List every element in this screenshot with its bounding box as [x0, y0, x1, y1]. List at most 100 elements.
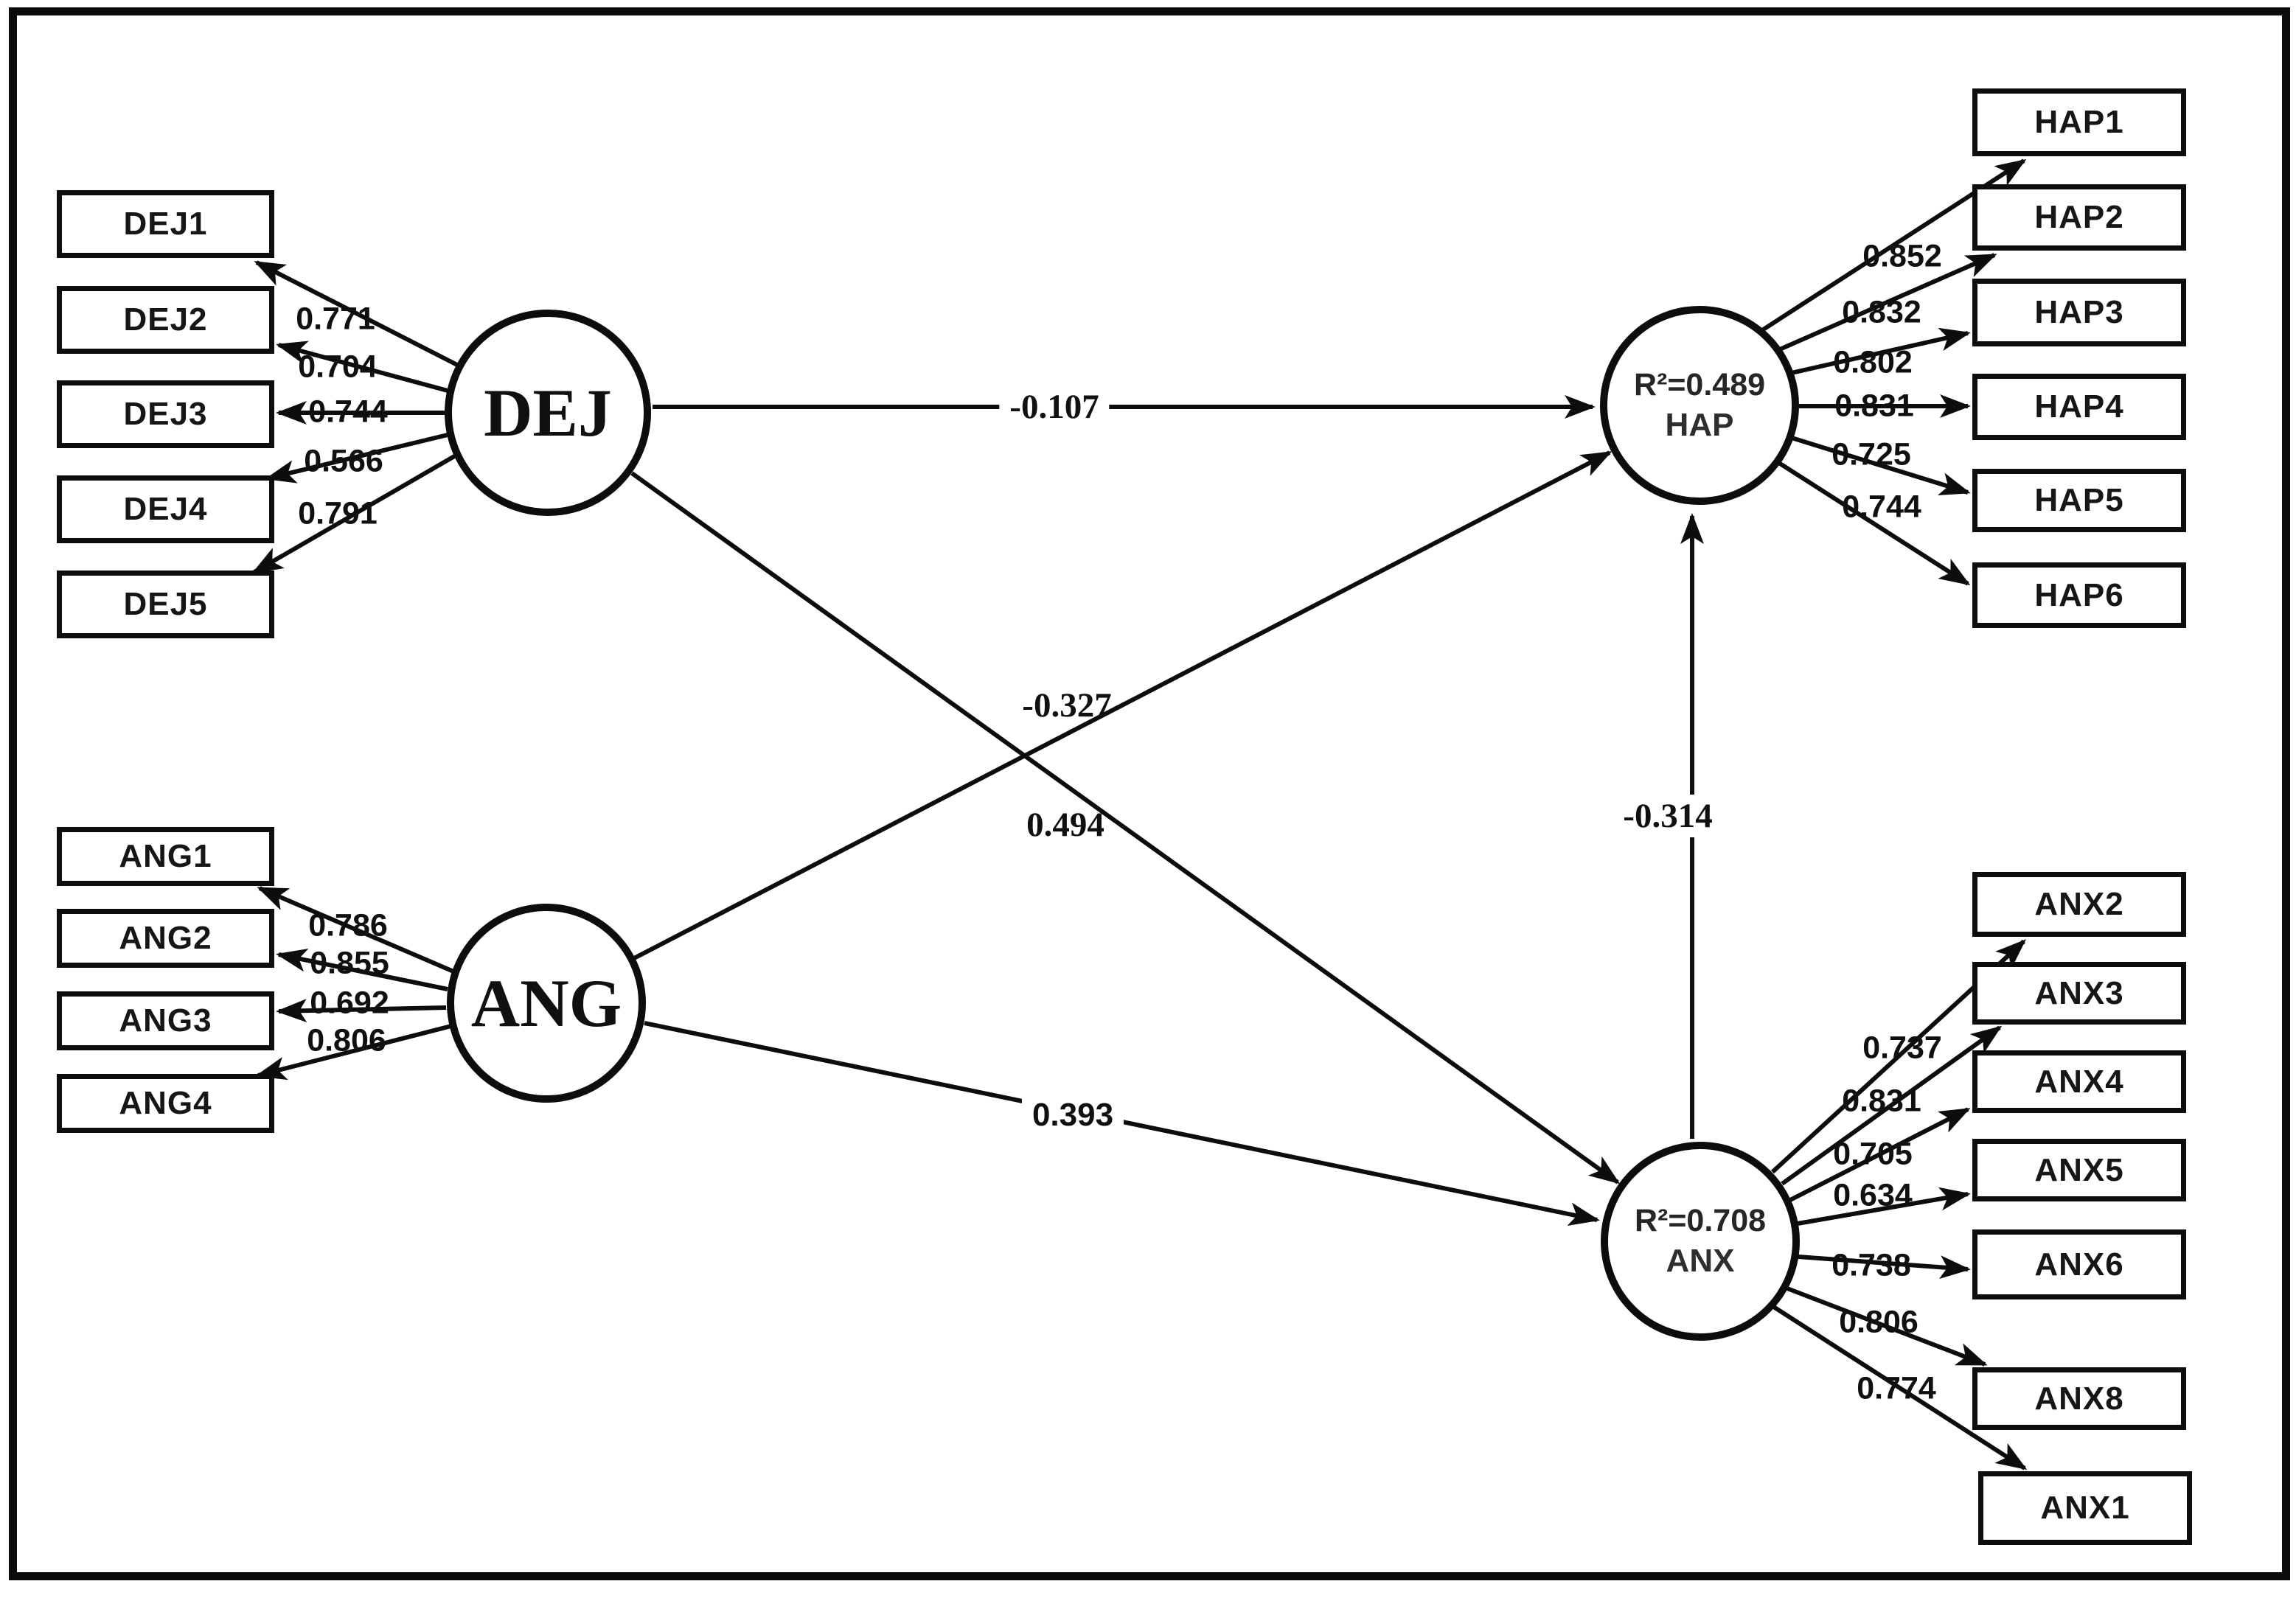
- arrow-anx-to-anx1: [1771, 1304, 2028, 1470]
- arrow-ang-to-ang1: [257, 886, 455, 974]
- arrow-hap-to-hap2: [1773, 253, 1997, 354]
- loading-label-dej3: 0.744: [308, 394, 388, 430]
- indicator-label-dej3: DEJ3: [123, 396, 208, 432]
- arrow-hap-to-hap5: [1791, 436, 1971, 496]
- arrow-hap-to-hap6: [1774, 458, 1971, 586]
- indicator-label-anx2: ANX2: [2034, 886, 2124, 922]
- indicator-label-hap6: HAP6: [2034, 576, 2124, 613]
- indicator-box-dej4: DEJ4: [57, 475, 274, 543]
- latent-circle-anx: R²=0.708 ANX: [1601, 1142, 1800, 1341]
- path-coefficient-ang-anx: 0.393: [1021, 1095, 1124, 1135]
- loading-label-anx8: 0.806: [1839, 1304, 1918, 1340]
- indicator-box-anx8: ANX8: [1972, 1367, 2186, 1430]
- path-dej-to-anx: [630, 471, 1621, 1184]
- indicator-label-dej4: DEJ4: [123, 491, 208, 527]
- arrow-anx-to-anx5: [1797, 1187, 1971, 1226]
- loading-label-anx5: 0.634: [1833, 1177, 1913, 1213]
- arrow-anx-to-anx3: [1781, 1025, 2003, 1186]
- indicator-label-anx1: ANX1: [2040, 1490, 2130, 1526]
- indicator-label-anx4: ANX4: [2034, 1063, 2124, 1100]
- loading-label-ang1: 0.786: [308, 907, 388, 943]
- indicator-label-ang4: ANG4: [119, 1085, 212, 1121]
- loading-label-anx3: 0.831: [1842, 1083, 1921, 1119]
- indicator-box-anx4: ANX4: [1972, 1050, 2186, 1113]
- loading-label-dej2: 0.704: [298, 349, 378, 385]
- loading-label-hap4: 0.831: [1834, 388, 1914, 424]
- latent-circle-ang: ANG: [447, 904, 646, 1103]
- r-squared-hap: R²=0.489: [1633, 366, 1766, 402]
- indicator-box-ang1: ANG1: [57, 827, 274, 886]
- path-coefficient-dej-hap: -0.107: [999, 385, 1110, 428]
- indicator-box-anx5: ANX5: [1972, 1139, 2186, 1201]
- loading-label-anx1: 0.774: [1857, 1370, 1936, 1406]
- indicator-box-dej2: DEJ2: [57, 286, 274, 354]
- indicator-box-hap5: HAP5: [1972, 469, 2186, 532]
- loading-label-anx2: 0.737: [1862, 1030, 1942, 1066]
- indicator-box-anx3: ANX3: [1972, 962, 2186, 1025]
- loading-label-hap2: 0.832: [1842, 294, 1921, 330]
- latent-label-hap: HAP: [1665, 407, 1734, 444]
- indicator-label-anx3: ANX3: [2034, 974, 2124, 1011]
- latent-circle-hap: R²=0.489 HAP: [1600, 306, 1799, 505]
- indicator-box-hap1: HAP1: [1972, 88, 2186, 156]
- loading-label-ang2: 0.855: [310, 945, 389, 981]
- arrow-anx-to-anx8: [1786, 1286, 1988, 1367]
- indicator-label-hap1: HAP1: [2034, 104, 2124, 140]
- loading-label-dej5: 0.791: [298, 495, 378, 531]
- indicator-box-hap2: HAP2: [1972, 184, 2186, 251]
- indicator-label-hap3: HAP3: [2034, 294, 2124, 330]
- arrow-ang-to-ang4: [255, 1024, 452, 1081]
- indicator-box-anx2: ANX2: [1972, 872, 2186, 937]
- indicator-label-anx8: ANX8: [2034, 1380, 2124, 1417]
- indicator-box-ang4: ANG4: [57, 1074, 274, 1133]
- arrow-dej-to-dej5: [251, 453, 457, 574]
- indicator-label-dej2: DEJ2: [123, 301, 208, 338]
- indicator-label-dej1: DEJ1: [123, 206, 208, 242]
- indicator-box-dej3: DEJ3: [57, 380, 274, 448]
- indicator-label-hap5: HAP5: [2034, 482, 2124, 518]
- indicator-label-dej5: DEJ5: [123, 586, 208, 622]
- loading-label-ang3: 0.692: [310, 985, 389, 1021]
- loading-label-anx6: 0.738: [1831, 1247, 1911, 1283]
- loading-label-hap5: 0.725: [1831, 436, 1911, 472]
- indicator-box-hap3: HAP3: [1972, 279, 2186, 346]
- indicator-label-ang2: ANG2: [119, 920, 212, 956]
- indicator-box-anx6: ANX6: [1972, 1229, 2186, 1299]
- indicator-box-dej5: DEJ5: [57, 571, 274, 638]
- arrow-dej-to-dej1: [254, 260, 459, 367]
- arrow-ang-to-ang3: [276, 999, 447, 1023]
- loading-label-ang4: 0.806: [307, 1022, 386, 1058]
- arrow-anx-to-anx4: [1789, 1107, 1971, 1202]
- diagram-frame: [9, 7, 2290, 1580]
- indicator-box-anx1: ANX1: [1978, 1471, 2192, 1545]
- path-coefficient-ang-hap: -0.327: [1022, 686, 1112, 725]
- indicator-box-ang3: ANG3: [57, 991, 274, 1050]
- latent-circle-dej: DEJ: [445, 310, 651, 516]
- loading-label-hap1: 0.852: [1862, 238, 1942, 274]
- indicator-label-anx6: ANX6: [2034, 1246, 2124, 1283]
- latent-label-ang: ANG: [470, 966, 622, 1041]
- arrow-dej-to-dej2: [276, 341, 448, 393]
- indicator-box-ang2: ANG2: [57, 909, 274, 968]
- indicator-box-hap4: HAP4: [1972, 374, 2186, 440]
- path-coefficient-anx-hap: -0.314: [1613, 795, 1723, 837]
- loading-label-hap6: 0.744: [1842, 489, 1921, 525]
- path-ang-to-hap: [633, 450, 1613, 960]
- indicator-box-dej1: DEJ1: [57, 190, 274, 258]
- loading-label-dej4: 0.566: [304, 443, 383, 479]
- indicator-label-ang1: ANG1: [119, 838, 212, 874]
- indicator-box-hap6: HAP6: [1972, 562, 2186, 628]
- latent-label-dej: DEJ: [484, 375, 612, 450]
- loading-label-dej1: 0.771: [296, 301, 375, 337]
- loading-label-anx4: 0.705: [1833, 1136, 1913, 1172]
- loading-label-hap3: 0.802: [1833, 344, 1913, 380]
- arrow-dej-to-dej4: [265, 433, 448, 484]
- arrow-ang-to-ang2: [276, 948, 448, 991]
- latent-label-anx: ANX: [1666, 1243, 1735, 1280]
- indicator-label-hap4: HAP4: [2034, 388, 2124, 425]
- r-squared-anx: R²=0.708: [1634, 1202, 1767, 1238]
- arrow-hap-to-hap3: [1787, 327, 1971, 376]
- indicator-label-ang3: ANG3: [119, 1002, 212, 1039]
